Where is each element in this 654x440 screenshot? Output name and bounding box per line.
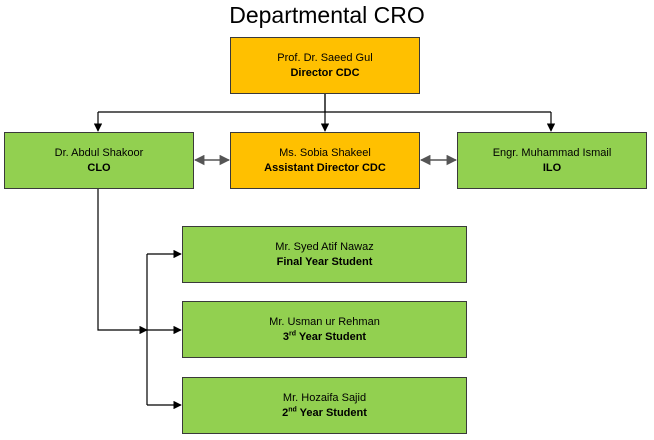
node-third-year: Mr. Usman ur Rehman 3rd Year Student: [182, 301, 467, 358]
node-ilo-name: Engr. Muhammad Ismail: [492, 146, 612, 159]
node-second-year-role-suffix: nd: [288, 405, 297, 413]
node-director-name: Prof. Dr. Saeed Gul: [277, 51, 373, 64]
node-clo: Dr. Abdul Shakoor CLO: [4, 132, 194, 189]
node-third-year-role-number: 3: [282, 330, 289, 343]
node-third-year-role: 3rd Year Student: [283, 330, 366, 345]
node-third-year-name: Mr. Usman ur Rehman: [269, 315, 380, 328]
clo-to-students-line: [97, 189, 148, 335]
node-second-year: Mr. Hozaifa Sajid 2nd Year Student: [182, 377, 467, 434]
node-clo-role: CLO: [87, 161, 111, 174]
node-final-year-name: Mr. Syed Atif Nawaz: [275, 240, 374, 253]
node-ilo-role: ILO: [542, 161, 562, 174]
node-director-role: Director CDC: [290, 66, 360, 79]
node-second-year-role-number: 2: [282, 406, 289, 419]
node-clo-name: Dr. Abdul Shakoor: [54, 146, 144, 159]
node-second-year-role: 2nd Year Student: [282, 406, 367, 421]
node-ilo: Engr. Muhammad Ismail ILO: [457, 132, 647, 189]
node-second-year-name: Mr. Hozaifa Sajid: [282, 391, 367, 404]
node-second-year-role-text: Year Student: [296, 406, 367, 419]
node-final-year-role: Final Year Student: [276, 255, 373, 268]
node-third-year-role-suffix: rd: [289, 329, 296, 337]
node-assistant-director-role: Assistant Director CDC: [264, 161, 386, 174]
node-assistant-director-name: Ms. Sobia Shakeel: [279, 146, 371, 159]
chart-title: Departmental CRO: [229, 2, 425, 28]
node-director: Prof. Dr. Saeed Gul Director CDC: [230, 37, 420, 94]
node-final-year: Mr. Syed Atif Nawaz Final Year Student: [182, 226, 467, 283]
node-assistant-director: Ms. Sobia Shakeel Assistant Director CDC: [230, 132, 420, 189]
node-third-year-role-text: Year Student: [296, 330, 367, 343]
